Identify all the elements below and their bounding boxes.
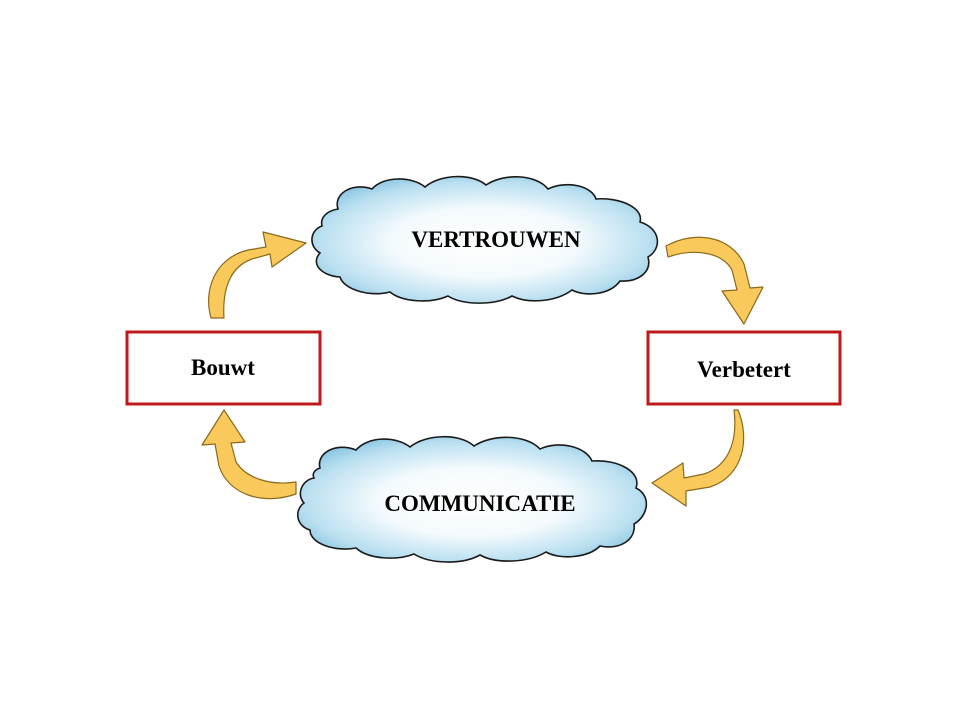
cloud-vertrouwen-shape: [311, 175, 659, 304]
cloud-label-vertrouwen: VERTROUWEN: [411, 227, 581, 252]
arrow-verbetert-to-communicatie: [651, 409, 745, 507]
cloud-communicatie-shape: [297, 435, 648, 563]
box-bouwt-border: [125, 330, 322, 406]
arrow-communicatie-to-bouwt: [201, 409, 297, 500]
arrow-vertrouwen-to-verbetert: [665, 236, 764, 325]
box-label-bouwt: Bouwt: [191, 355, 255, 380]
box-label-verbetert: Verbetert: [697, 357, 791, 382]
cloud-label-communicatie: COMMUNICATIE: [384, 491, 575, 516]
arrow-bouwt-to-vertrouwen: [208, 231, 307, 319]
cloud-communicatie: COMMUNICATIE: [297, 435, 648, 563]
cloud-vertrouwen: VERTROUWEN: [311, 175, 659, 304]
box-bouwt: Bouwt: [125, 330, 322, 406]
box-verbetert: Verbetert: [646, 330, 842, 406]
box-verbetert-border: [646, 330, 842, 406]
